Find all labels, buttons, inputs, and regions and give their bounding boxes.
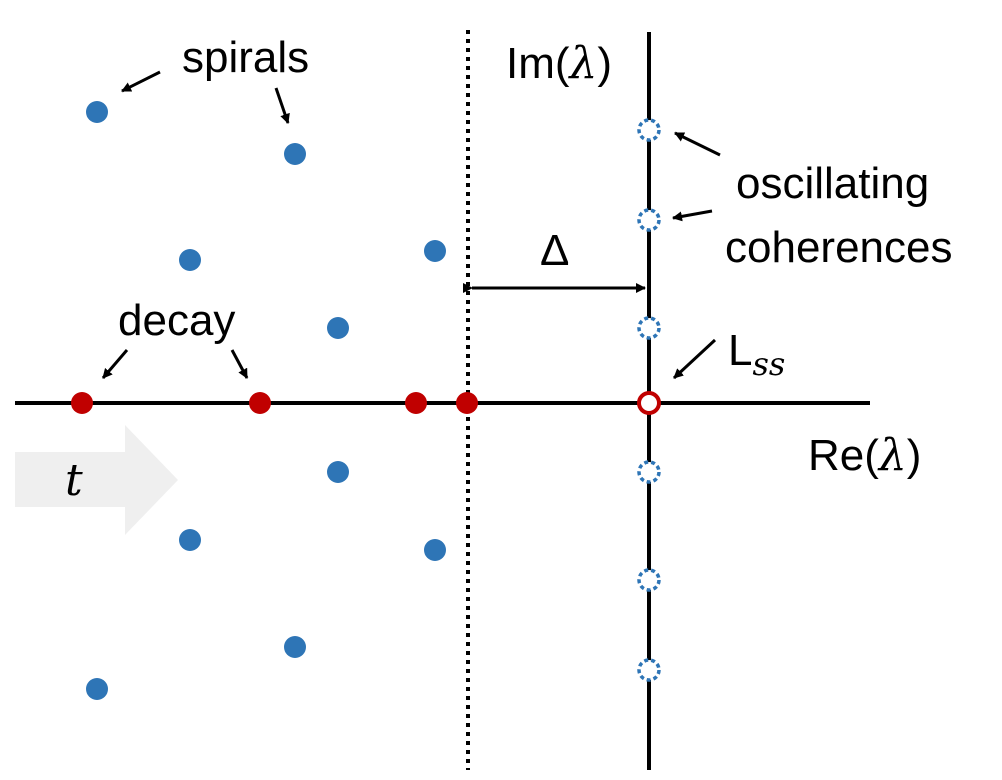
oscillating-arrow-top [674,131,721,157]
steady-state-label: Lss [728,326,785,383]
oscillating-point [637,658,661,682]
spiral-point [424,240,446,262]
spiral-point [179,529,201,551]
spiral-point [86,101,108,123]
decay-points [71,392,478,414]
oscillating-point [637,208,661,232]
spiral-point [179,249,201,271]
oscillating-arrow-bottom [672,209,713,222]
decay-point [405,392,427,414]
spiral-point [284,143,306,165]
oscillating-point [637,118,661,142]
oscillating-points [637,118,661,682]
spirals-arrow-left [121,70,161,93]
oscillating-point [637,460,661,484]
decay-point [71,392,93,414]
time-label: t [65,455,83,506]
spirals-label: spirals [182,33,309,82]
spiral-point [424,539,446,561]
decay-point [456,392,478,414]
decay-point [249,392,271,414]
time-arrow [15,425,178,535]
real-axis-label: Re(λ) [808,430,921,481]
spiral-point [327,461,349,483]
decay-arrow-left [101,349,129,379]
spiral-point [284,636,306,658]
oscillating-point [637,316,661,340]
steady-state-point [637,391,661,415]
steady-state-arrow [672,338,717,380]
decay-arrow-right [230,349,249,379]
spiral-points [86,101,446,700]
gap-label: Δ [540,226,569,275]
spiral-point [86,678,108,700]
oscillating-label: oscillating [736,159,929,208]
oscillating-point [637,568,661,592]
coherences-label: coherences [725,223,952,272]
decay-label: decay [118,296,235,345]
spiral-point [327,317,349,339]
annotation-arrows [101,70,721,380]
imaginary-axis-label: Im(λ) [506,38,612,89]
spirals-arrow-right [274,87,290,124]
